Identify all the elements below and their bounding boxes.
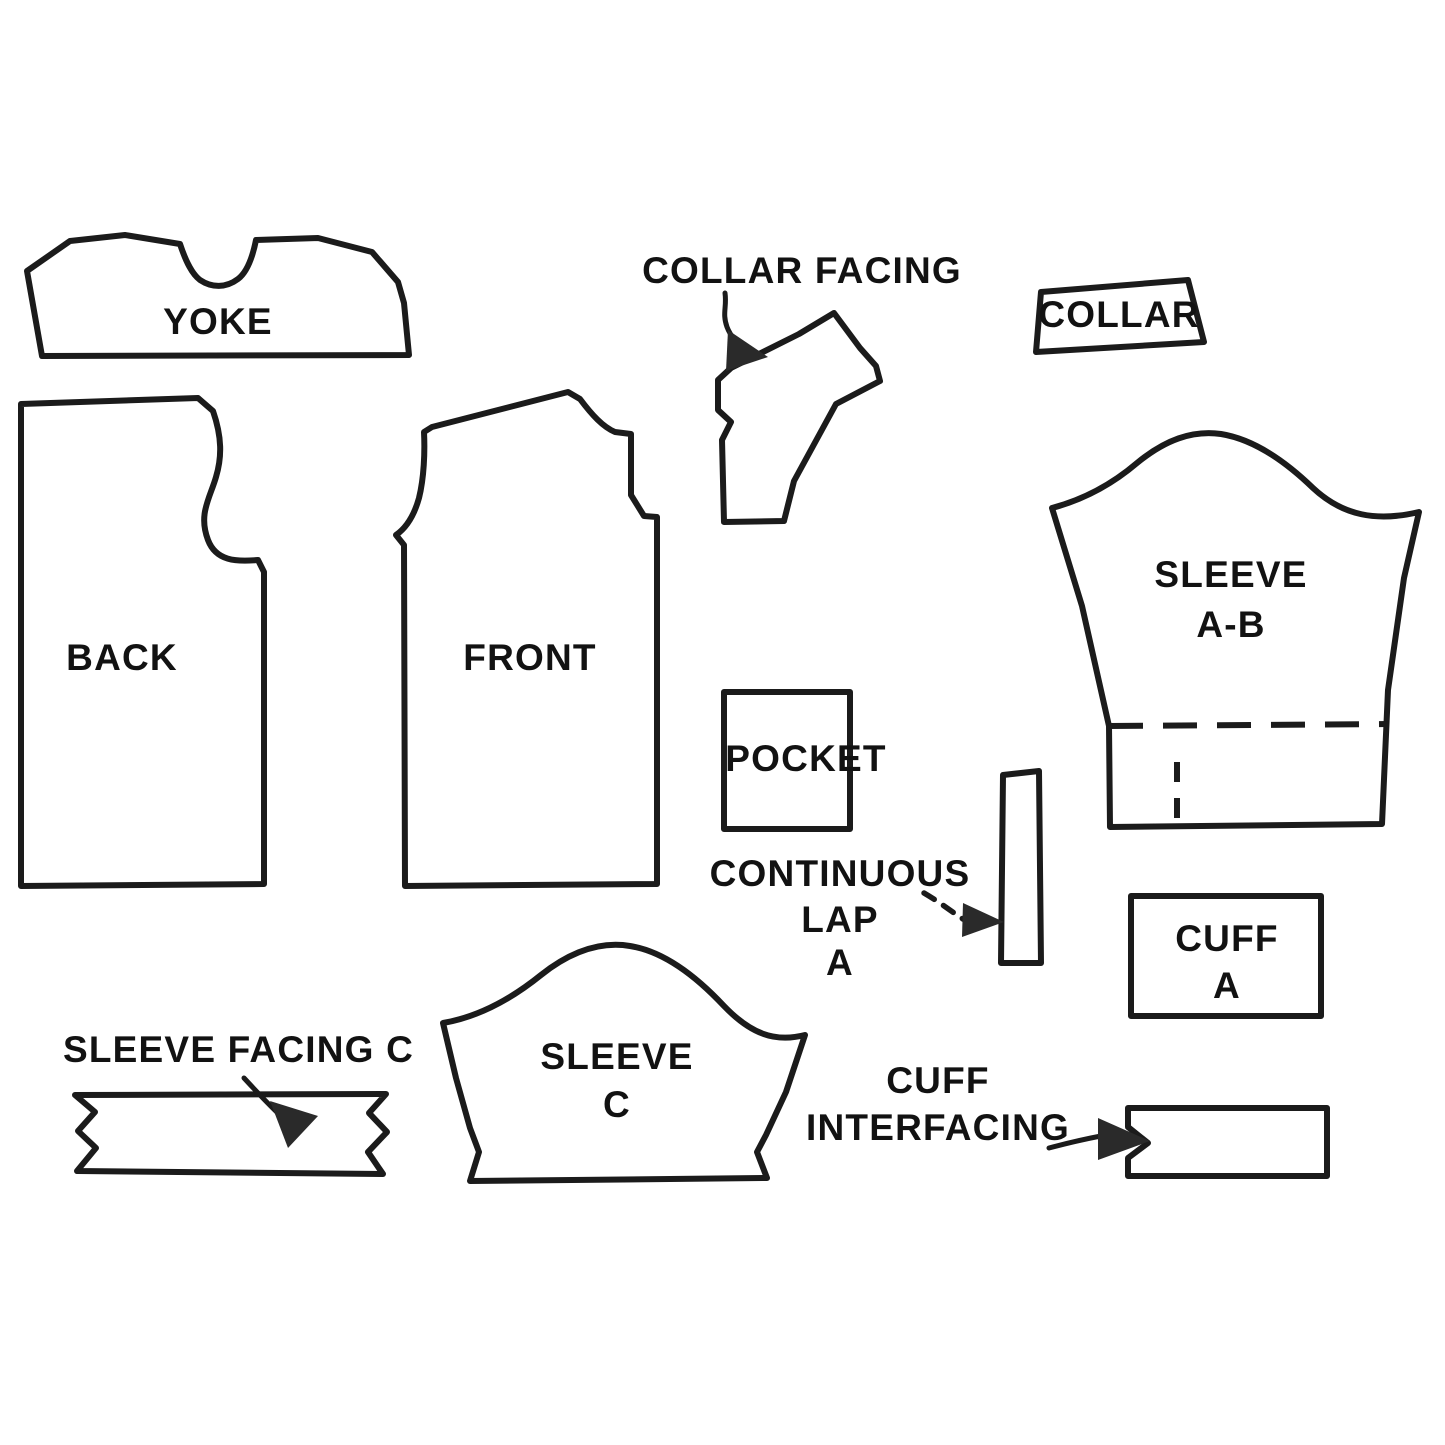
pocket-outline: [721, 689, 853, 832]
sleeve-c-label: SLEEVE: [540, 1036, 693, 1077]
cuff-a-label-line2: A: [1213, 965, 1241, 1006]
piece-sleeve-c: SLEEVE C: [440, 941, 808, 1184]
sleeve-c-label-line2: C: [603, 1084, 631, 1125]
piece-sleeve-facing-c: SLEEVE FACING C: [63, 1029, 414, 1177]
piece-cuff-a: CUFF A: [1128, 893, 1324, 1019]
piece-collar: COLLAR: [1033, 277, 1207, 355]
front-label: FRONT: [463, 637, 596, 678]
sleeve-ab-fold-line: [1108, 721, 1390, 729]
piece-pocket: POCKET: [721, 689, 886, 832]
collar-facing-callout-label: COLLAR FACING: [642, 250, 962, 291]
piece-cuff-interfacing: CUFF INTERFACING: [806, 1060, 1330, 1179]
sleeve-ab-label-line2: A-B: [1196, 604, 1265, 645]
piece-front: FRONT: [393, 389, 660, 889]
cuff-interfacing-label: CUFF: [886, 1060, 989, 1101]
continuous-lap-a-outline: [998, 768, 1044, 966]
sleeve-ab-outline: [1049, 430, 1422, 830]
collar-outline: [1033, 277, 1207, 355]
continuous-lap-a-label: CONTINUOUS: [710, 853, 971, 894]
cuff-interfacing-outline: [1125, 1105, 1330, 1179]
continuous-lap-a-arrowhead: [962, 903, 1004, 937]
piece-back: BACK: [18, 395, 267, 889]
sleeve-c-outline: [440, 941, 808, 1184]
collar-label: COLLAR: [1038, 294, 1199, 335]
sleeve-facing-c-label: SLEEVE FACING C: [63, 1029, 414, 1070]
continuous-lap-a-leader-line: [921, 890, 966, 922]
cuff-a-label: CUFF: [1175, 918, 1278, 959]
collar-facing-arrowhead: [726, 330, 768, 371]
continuous-lap-a-label-line2: LAP: [801, 899, 879, 940]
front-outline: [393, 389, 660, 889]
yoke-label: YOKE: [163, 301, 273, 342]
piece-yoke: YOKE: [24, 232, 412, 359]
piece-continuous-lap-a: CONTINUOUS LAP A: [710, 768, 1044, 983]
yoke-outline: [24, 232, 412, 359]
cuff-interfacing-arrowhead: [1098, 1118, 1150, 1160]
sleeve-facing-c-outline: [72, 1091, 390, 1177]
cuff-interfacing-label-line2: INTERFACING: [806, 1107, 1070, 1148]
continuous-lap-a-label-line3: A: [826, 942, 854, 983]
cuff-a-outline: [1128, 893, 1324, 1019]
back-label: BACK: [66, 637, 178, 678]
cuff-interfacing-leader-line: [1046, 1133, 1104, 1151]
piece-sleeve-ab: SLEEVE A-B: [1049, 430, 1422, 830]
sleeve-ab-label: SLEEVE: [1154, 554, 1307, 595]
piece-collar-facing: COLLAR FACING: [642, 250, 962, 525]
sleeve-facing-c-arrowhead: [270, 1101, 318, 1148]
collar-facing-outline: [715, 310, 883, 525]
back-outline: [18, 395, 267, 889]
pocket-label: POCKET: [725, 738, 886, 779]
